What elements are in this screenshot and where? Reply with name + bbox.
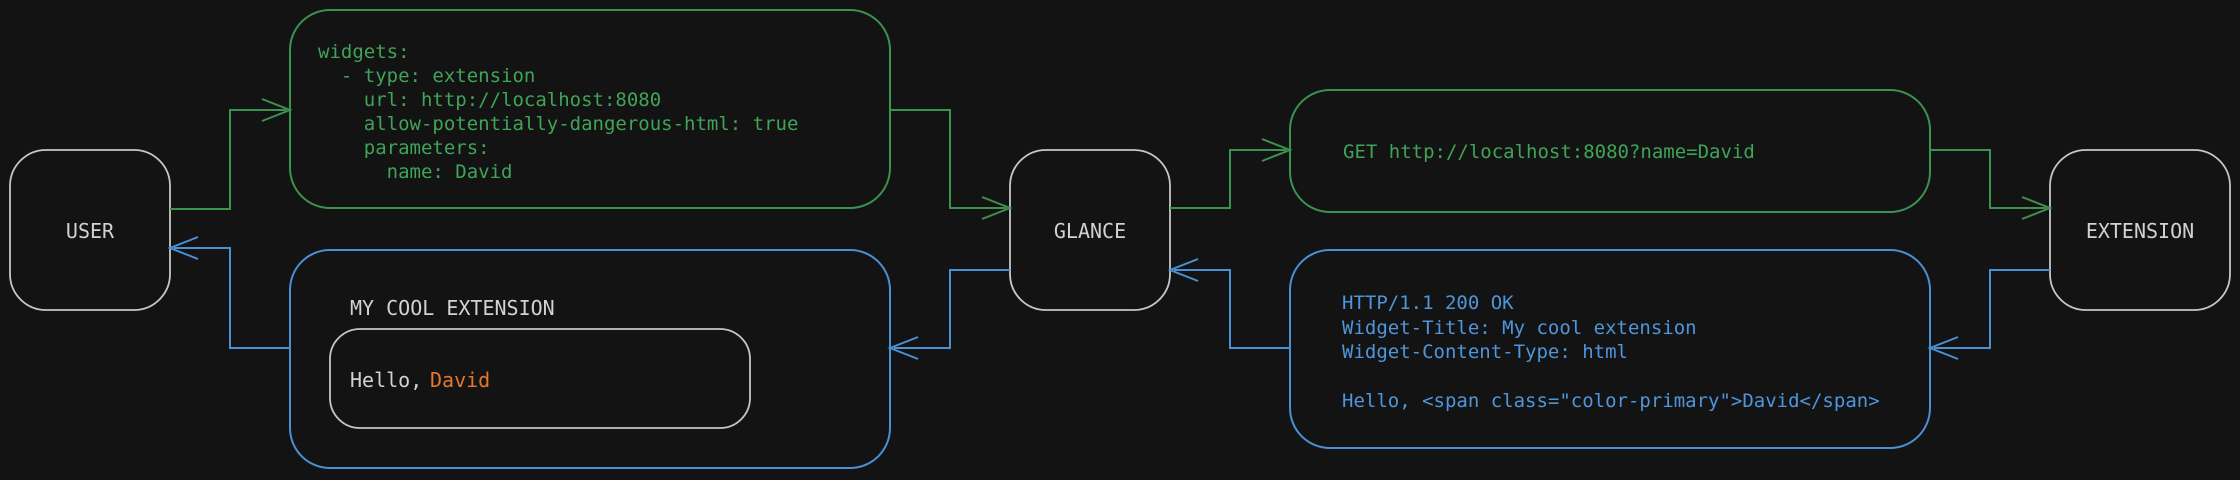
arrowhead-into-config: [261, 98, 293, 122]
arrowhead-into-extension: [2021, 196, 2053, 220]
wire-glance-to-request: [1170, 149, 1286, 209]
arrowhead-into-request-box: [1261, 138, 1293, 162]
user-node: USER: [9, 149, 171, 311]
arrowhead-into-response-box: [1927, 336, 1959, 360]
response-flow-wires: [167, 236, 2050, 360]
user-node-label: USER: [66, 219, 115, 243]
response-line: Hello, <span class="color-primary">David…: [1342, 390, 1880, 412]
http-request-box: GET http://localhost:8080?name=David: [1289, 89, 1931, 213]
greeting-prefix-text: Hello,: [350, 368, 434, 392]
wire-glance-to-widget: [894, 269, 1010, 349]
arrowhead-into-glance-response: [1167, 258, 1199, 282]
http-response-box: HTTP/1.1 200 OK Widget-Title: My cool ex…: [1289, 249, 1931, 449]
rendered-widget-box: MY COOL EXTENSION Hello, David: [289, 249, 891, 469]
rendered-widget-border: [289, 249, 891, 469]
extension-node-label: EXTENSION: [2086, 219, 2194, 243]
response-line: Widget-Content-Type: html: [1342, 341, 1628, 363]
widget-content-border: [329, 328, 751, 429]
glance-node-box: [1009, 149, 1171, 311]
arrowhead-into-widget-box: [887, 336, 919, 360]
wire-request-to-extension: [1930, 149, 2046, 209]
config-line: widgets:: [318, 41, 410, 63]
glance-node: GLANCE: [1009, 149, 1171, 311]
wire-user-to-config: [170, 109, 286, 210]
wire-extension-to-response: [1934, 269, 2050, 349]
config-line: parameters:: [318, 137, 490, 159]
response-line: Widget-Title: My cool extension: [1342, 317, 1697, 339]
config-line: - type: extension: [318, 65, 535, 87]
widget-title-text: MY COOL EXTENSION: [350, 296, 555, 320]
user-node-box: [9, 149, 171, 311]
config-line: name: David: [318, 161, 512, 183]
config-yaml-box: widgets: - type: extension url: http://l…: [289, 9, 891, 209]
glance-node-label: GLANCE: [1054, 219, 1126, 243]
config-line: url: http://localhost:8080: [318, 89, 661, 111]
extension-node: EXTENSION: [2049, 149, 2231, 311]
http-request-line: GET http://localhost:8080?name=David: [1343, 141, 1755, 163]
response-line: HTTP/1.1 200 OK: [1342, 292, 1514, 314]
wire-config-to-glance: [890, 109, 1006, 209]
extension-node-box: [2049, 149, 2231, 311]
arrowhead-into-user: [167, 236, 199, 260]
greeting-name-text: David: [430, 368, 490, 392]
config-line: allow-potentially-dangerous-html: true: [318, 113, 798, 135]
wire-widget-to-user: [174, 247, 290, 349]
wire-response-to-glance: [1174, 269, 1290, 349]
arrowhead-into-glance-request: [981, 196, 1013, 220]
request-flow-wires: [170, 98, 2053, 220]
